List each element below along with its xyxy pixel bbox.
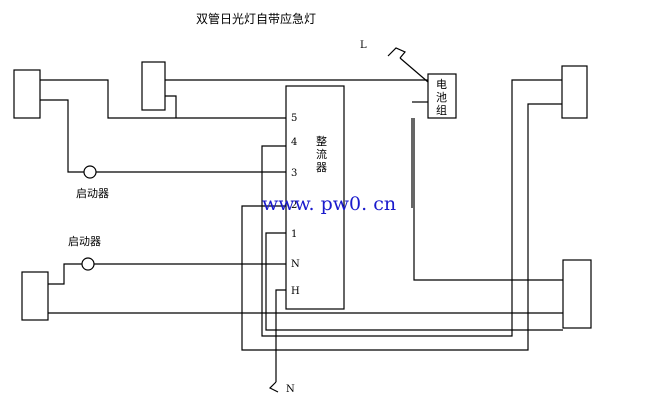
battery-char-2: 池 <box>436 91 447 104</box>
battery-char-1: 电 <box>436 78 447 91</box>
wire-top-left-to-starter <box>40 99 84 173</box>
battery-char-3: 组 <box>436 103 447 117</box>
pin-1: 1 <box>291 229 297 240</box>
starter-top-icon <box>83 165 97 179</box>
pin-n: N <box>291 259 300 270</box>
wire-right-top-to-pin2 <box>241 103 562 351</box>
pin-5: 5 <box>291 113 297 124</box>
battery-box <box>427 73 457 119</box>
right-tube-end-bottom <box>562 259 592 329</box>
left-tube-end-top <box>13 69 41 119</box>
starter-bottom-icon <box>81 257 95 271</box>
pin-h: H <box>291 286 300 297</box>
diagram-title: 双管日光灯自带应急灯 <box>196 11 316 26</box>
starter-top-label: 启动器 <box>76 187 109 200</box>
ballast-char-3: 器 <box>316 161 327 174</box>
ballast-char-1: 整 <box>316 134 327 148</box>
wire-right-top-to-pin4 <box>261 79 562 337</box>
neutral-label: N <box>286 384 295 395</box>
live-label: L <box>360 40 367 51</box>
wire-bottom-left-to-starter <box>48 263 82 285</box>
wire-top-left-to-pin5 <box>40 79 286 119</box>
wire-top-tube-inner <box>165 95 177 118</box>
right-tube-end-top-left <box>141 61 166 111</box>
pin-4: 4 <box>291 137 297 148</box>
watermark: www. pw0. cn <box>262 193 396 215</box>
wire-live-to-battery <box>399 57 429 83</box>
wire-pin1-to-right <box>265 232 563 331</box>
starter-bottom-label: 启动器 <box>68 235 101 248</box>
live-squiggle <box>387 47 406 59</box>
wire-battery-to-bottom-right-tube <box>413 118 563 281</box>
ballast-char-2: 流 <box>316 147 327 161</box>
pin-2: 2 <box>291 200 297 211</box>
wire-pin-h-to-neutral <box>275 289 286 382</box>
pin-3: 3 <box>291 168 297 179</box>
left-tube-end-bottom <box>21 271 49 321</box>
ballast-box <box>285 85 345 310</box>
right-tube-end-top <box>561 65 588 119</box>
neutral-squiggle <box>268 381 279 393</box>
